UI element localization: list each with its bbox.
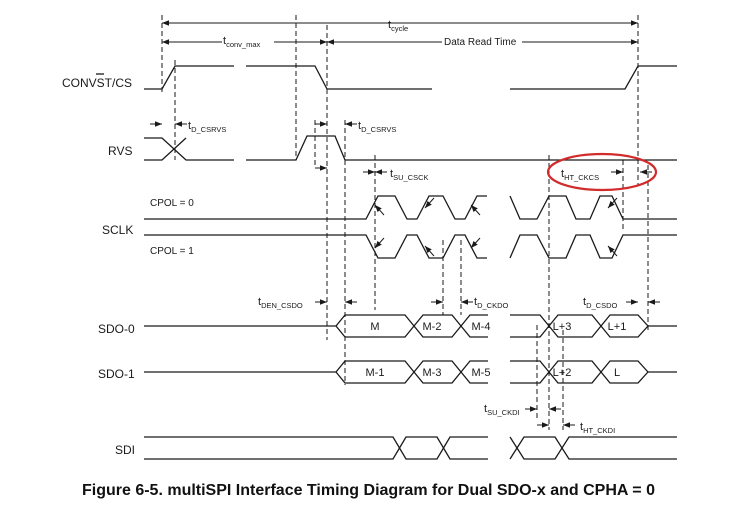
sdo-1-cell: L+2 (553, 367, 572, 379)
rvs-label: RVS (108, 144, 132, 158)
sdo-0-cell: M-4 (472, 321, 491, 333)
cpol-1-label: CPOL = 1 (150, 246, 194, 257)
svg-text:tHT_CKCS: tHT_CKCS (561, 168, 599, 182)
sdo-0-cell: M-2 (423, 321, 442, 333)
sclk-edge-arrows (374, 197, 618, 257)
t-su-csck-marker: tSU_CSCK (363, 168, 429, 182)
sdo-1-cell: M-5 (472, 367, 491, 379)
sdo-1-cell: M-1 (366, 367, 385, 379)
rvs-row: RVS (108, 135, 677, 161)
svg-text:tconv_max: tconv_max (223, 35, 260, 49)
cpol-0-label: CPOL = 0 (150, 198, 194, 209)
sdo-0-row: SDO-0 M M-2 M-4 L+3 L+1 (98, 314, 677, 338)
sdo-1-label: SDO-1 (98, 367, 135, 381)
svg-text:tD_CSRVS: tD_CSRVS (358, 120, 396, 134)
t-d-csdo-marker: tD_CSDO (583, 296, 660, 310)
sdo-0-label: SDO-0 (98, 322, 135, 336)
figure-caption: Figure 6-5. multiSPI Interface Timing Di… (81, 482, 655, 499)
sclk-label: SCLK (102, 223, 133, 237)
svg-text:Data Read Time: Data Read Time (444, 37, 517, 48)
t-d-csrvs-marker-1: tD_CSRVS (150, 120, 226, 134)
t-conv-max-marker: tconv_max (162, 33, 327, 49)
sdo-0-cell: L+3 (553, 321, 572, 333)
t-d-ckdo-marker: tD_CKDO (431, 296, 508, 310)
t-den-csdo-marker: tDEN_CSDO (258, 296, 357, 310)
svg-text:tSU_CSCK: tSU_CSCK (390, 168, 429, 182)
reference-lines (161, 15, 649, 430)
sdo-1-cell: L (614, 367, 620, 379)
sdi-row: SDI (115, 436, 677, 460)
data-read-time-marker: Data Read Time (327, 35, 638, 48)
t-su-ckdi-marker: tSU_CKDI (484, 403, 561, 417)
t-ht-ckcs-marker: tHT_CKCS (561, 168, 652, 182)
t-cycle-marker: tcycle (162, 19, 638, 33)
sclk-row: SCLK CPOL = 0 CPOL = 1 (102, 195, 677, 259)
convst-cs-row: CONVST/CS (62, 65, 677, 90)
svg-text:tD_CKDO: tD_CKDO (474, 296, 508, 310)
sdo-1-cell: M-3 (423, 367, 442, 379)
svg-text:tD_CSDO: tD_CSDO (583, 296, 617, 310)
svg-text:tSU_CKDI: tSU_CKDI (484, 403, 520, 417)
sdo-0-cell: L+1 (608, 321, 627, 333)
highlight-ellipse (546, 152, 658, 192)
t-ht-ckdi-marker: tHT_CKDI (537, 421, 615, 435)
sdo-1-row: SDO-1 M-1 M-3 M-5 L+2 L (98, 360, 677, 384)
svg-text:tDEN_CSDO: tDEN_CSDO (258, 296, 303, 310)
sdo-0-cell: M (370, 321, 379, 333)
svg-text:tHT_CKDI: tHT_CKDI (580, 421, 615, 435)
svg-text:tD_CSRVS: tD_CSRVS (188, 120, 226, 134)
t-d-csrvs-marker-2: tD_CSRVS (315, 120, 396, 171)
sdi-label: SDI (115, 443, 135, 457)
svg-text:tcycle: tcycle (388, 19, 408, 33)
convst-label: CONVST/CS (62, 76, 132, 90)
